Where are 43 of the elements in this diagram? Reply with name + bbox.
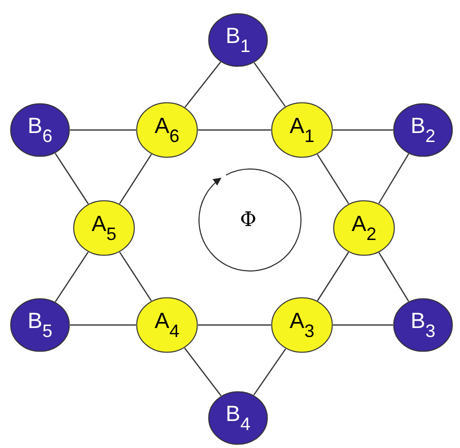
connector-line bbox=[70, 324, 136, 326]
connector-line bbox=[198, 324, 271, 326]
site-label: A$_{4}$ bbox=[154, 310, 180, 340]
connector-line bbox=[70, 129, 136, 131]
flux-symbol: Φ bbox=[240, 209, 256, 229]
a-site-ellipse bbox=[136, 297, 198, 353]
a-site-ellipse bbox=[73, 200, 135, 256]
connector-line bbox=[378, 252, 410, 302]
connector-line bbox=[333, 324, 393, 326]
b-site-ellipse bbox=[10, 298, 70, 352]
site-label: A$_{5}$ bbox=[92, 213, 116, 243]
site-label: A$_{1}$ bbox=[290, 115, 314, 145]
b-site-ellipse bbox=[393, 298, 453, 352]
site-label: B$_{5}$ bbox=[28, 310, 52, 340]
site-label: B$_{6}$ bbox=[28, 115, 52, 145]
connector-line bbox=[254, 62, 286, 107]
site-label: B$_{2}$ bbox=[410, 115, 436, 145]
connector-line bbox=[317, 252, 349, 302]
connector-line bbox=[184, 62, 222, 108]
site-label: A$_{6}$ bbox=[154, 115, 180, 145]
b-site-ellipse bbox=[10, 103, 70, 157]
connector-line bbox=[54, 252, 89, 302]
site-label: B$_{1}$ bbox=[226, 25, 250, 55]
connector-line bbox=[198, 129, 271, 131]
connector-line bbox=[316, 154, 350, 204]
connector-line bbox=[253, 348, 286, 396]
site-label: B$_{3}$ bbox=[410, 310, 436, 340]
connector-line bbox=[54, 152, 89, 204]
a-site-ellipse bbox=[136, 102, 198, 158]
site-label: A$_{3}$ bbox=[290, 310, 314, 340]
b-site-ellipse bbox=[393, 103, 453, 157]
connector-line bbox=[119, 154, 152, 204]
connector-line bbox=[119, 252, 152, 302]
connector-line bbox=[333, 129, 393, 131]
a-site-ellipse bbox=[333, 200, 395, 256]
b-site-ellipse bbox=[208, 13, 268, 67]
a-site-ellipse bbox=[271, 297, 333, 353]
site-label: B$_{4}$ bbox=[226, 403, 250, 433]
connector-line bbox=[184, 348, 222, 396]
site-label: A$_{2}$ bbox=[352, 213, 376, 243]
b-site-ellipse bbox=[208, 391, 268, 445]
a-site-ellipse bbox=[271, 102, 333, 158]
connector-line bbox=[378, 153, 410, 204]
